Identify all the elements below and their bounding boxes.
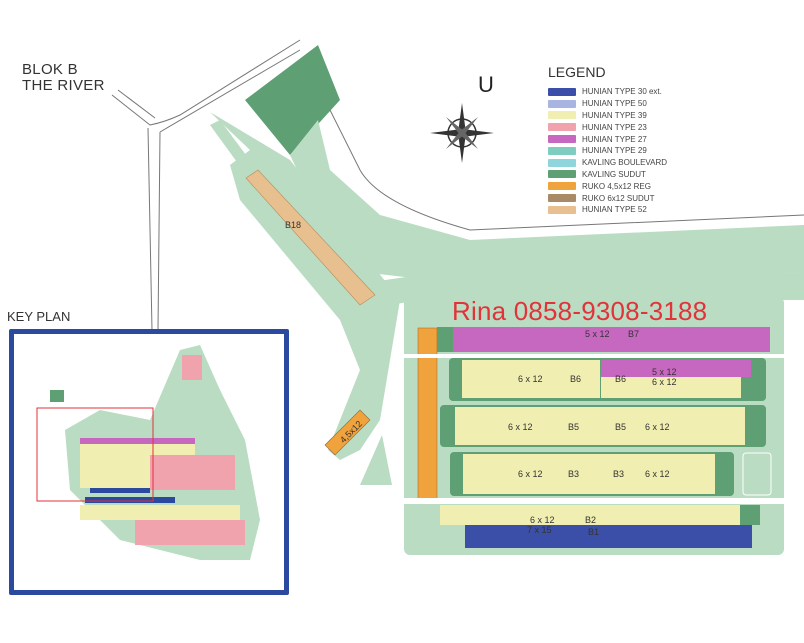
legend-label: RUKO 6x12 SUDUT: [582, 193, 655, 203]
b6-right-name: B6: [615, 374, 626, 384]
b2-name: B2: [585, 515, 596, 525]
legend-item: HUNIAN TYPE 39: [548, 110, 667, 122]
legend-title: LEGEND: [548, 64, 606, 80]
b3-left-size: 6 x 12: [518, 469, 543, 479]
legend-item: HUNIAN TYPE 23: [548, 121, 667, 133]
b5-right-size: 6 x 12: [645, 422, 670, 432]
plan-title: BLOK B THE RIVER: [22, 62, 105, 94]
legend-swatch: [548, 146, 576, 155]
legend-label: HUNIAN TYPE 30 ext.: [582, 87, 662, 97]
b5-left-size: 6 x 12: [508, 422, 533, 432]
legend-label: HUNIAN TYPE 39: [582, 110, 647, 120]
block-b18: [245, 169, 376, 306]
legend-item: HUNIAN TYPE 50: [548, 98, 667, 110]
b7-name: B7: [628, 329, 639, 339]
b1-size: 7 x 15: [527, 525, 552, 535]
legend-label: HUNIAN TYPE 27: [582, 134, 647, 144]
river-edge: [329, 109, 804, 231]
b6-left-name: B6: [570, 374, 581, 384]
block-b1: [465, 525, 752, 548]
b3-right-size: 6 x 12: [645, 469, 670, 479]
b6-left-lots: [462, 360, 600, 398]
key-plan-map: [36, 345, 260, 560]
legend-label: HUNIAN TYPE 50: [582, 99, 647, 109]
legend-swatch: [548, 158, 576, 167]
legend-item: RUKO 6x12 SUDUT: [548, 192, 667, 204]
corner-lot: [437, 327, 453, 352]
b6-right-size-bottom: 6 x 12: [652, 377, 677, 387]
legend-item: KAVLING BOULEVARD: [548, 157, 667, 169]
b1-name: B1: [588, 527, 599, 537]
legend-label: KAVLING SUDUT: [582, 169, 646, 179]
legend-label: HUNIAN TYPE 52: [582, 205, 647, 215]
legend-label: HUNIAN TYPE 29: [582, 146, 647, 156]
legend-label: HUNIAN TYPE 23: [582, 122, 647, 132]
land-strip: [210, 112, 400, 460]
legend-item: HUNIAN TYPE 27: [548, 133, 667, 145]
road: [404, 498, 784, 504]
legend-swatch: [548, 182, 576, 191]
ruko-diagonal: [324, 409, 371, 456]
legend-item: HUNIAN TYPE 30 ext.: [548, 86, 667, 98]
title-line-1: BLOK B: [22, 61, 78, 78]
block-b18-label: B18: [285, 220, 301, 230]
block-b2: [440, 505, 740, 525]
legend-swatch: [548, 111, 576, 120]
b6-right-top-lots: [601, 360, 751, 377]
river-bank-upper: [290, 120, 804, 280]
legend-swatch: [548, 194, 576, 203]
legend-item: HUNIAN TYPE 29: [548, 145, 667, 157]
road-lines: [111, 39, 301, 331]
park-area: [245, 45, 340, 155]
legend-label: KAVLING BOULEVARD: [582, 158, 668, 168]
b6-right-bottom-lots: [601, 377, 741, 398]
contact-text: Rina 0858-9308-3188: [452, 296, 708, 326]
compass-north-label: U: [478, 72, 494, 97]
key-plan-frame: [9, 329, 289, 595]
b2-size: 6 x 12: [530, 515, 555, 525]
legend-item: RUKO 4,5x12 REG: [548, 180, 667, 192]
key-plan-label: KEY PLAN: [7, 309, 71, 324]
legend-swatch: [548, 205, 576, 214]
title-line-2: THE RIVER: [22, 77, 105, 94]
road: [404, 354, 784, 358]
b3-left-name: B3: [568, 469, 579, 479]
legend-swatch: [548, 99, 576, 108]
b3-lots: [463, 454, 715, 494]
legend-label: RUKO 4,5x12 REG: [582, 181, 651, 191]
ruko-column: [417, 327, 438, 501]
compass-icon: [430, 103, 494, 163]
legend-swatch: [548, 87, 576, 96]
legend-item: HUNIAN TYPE 52: [548, 204, 667, 216]
b5-right-name: B5: [615, 422, 626, 432]
legend-swatch: [548, 170, 576, 179]
river-bank: [210, 120, 804, 305]
legend-item: KAVLING SUDUT: [548, 169, 667, 181]
open-lot: [742, 452, 772, 496]
legend-swatch: [548, 135, 576, 144]
b3-right-name: B3: [613, 469, 624, 479]
b7-size: 5 x 12: [585, 329, 610, 339]
b5-lots: [455, 407, 745, 445]
b6-right-size-top: 5 x 12: [652, 367, 677, 377]
block-b7: [437, 327, 770, 352]
b5-left-name: B5: [568, 422, 579, 432]
b6-left-size: 6 x 12: [518, 374, 543, 384]
land-triangle: [360, 435, 392, 485]
corner-lot: [740, 505, 760, 525]
legend-swatch: [548, 123, 576, 132]
